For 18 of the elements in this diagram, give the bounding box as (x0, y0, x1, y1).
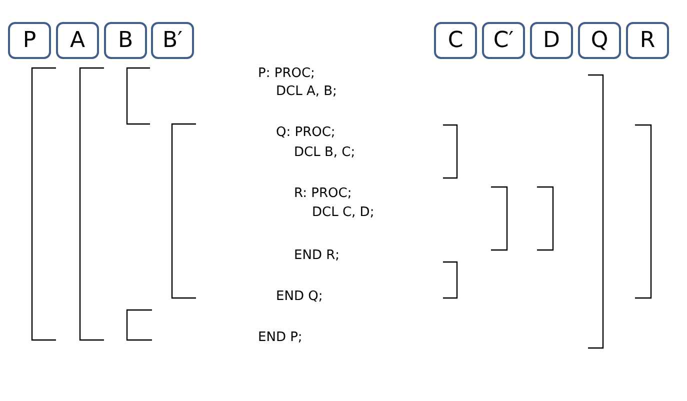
code-line: Q: PROC; (276, 125, 336, 140)
code-line: END R; (294, 248, 340, 263)
code-line: END Q; (276, 289, 323, 304)
scope-name-box: C′ (482, 22, 525, 59)
scope-name-box: P (8, 22, 51, 59)
scope-name-box: A (56, 22, 99, 59)
code-line: P: PROC; (258, 66, 315, 81)
code-line: R: PROC; (294, 186, 352, 201)
scope-name-box: B (104, 22, 147, 59)
scope-name-box: Q (578, 22, 621, 59)
code-line: END P; (258, 330, 302, 345)
scope-name-box: R (626, 22, 669, 59)
code-line: DCL C, D; (312, 205, 374, 220)
code-line: DCL B, C; (294, 145, 356, 160)
code-line: DCL A, B; (276, 84, 337, 99)
scope-name-box: D (530, 22, 573, 59)
scope-name-box: B′ (151, 22, 194, 59)
scope-name-box: C (434, 22, 477, 59)
